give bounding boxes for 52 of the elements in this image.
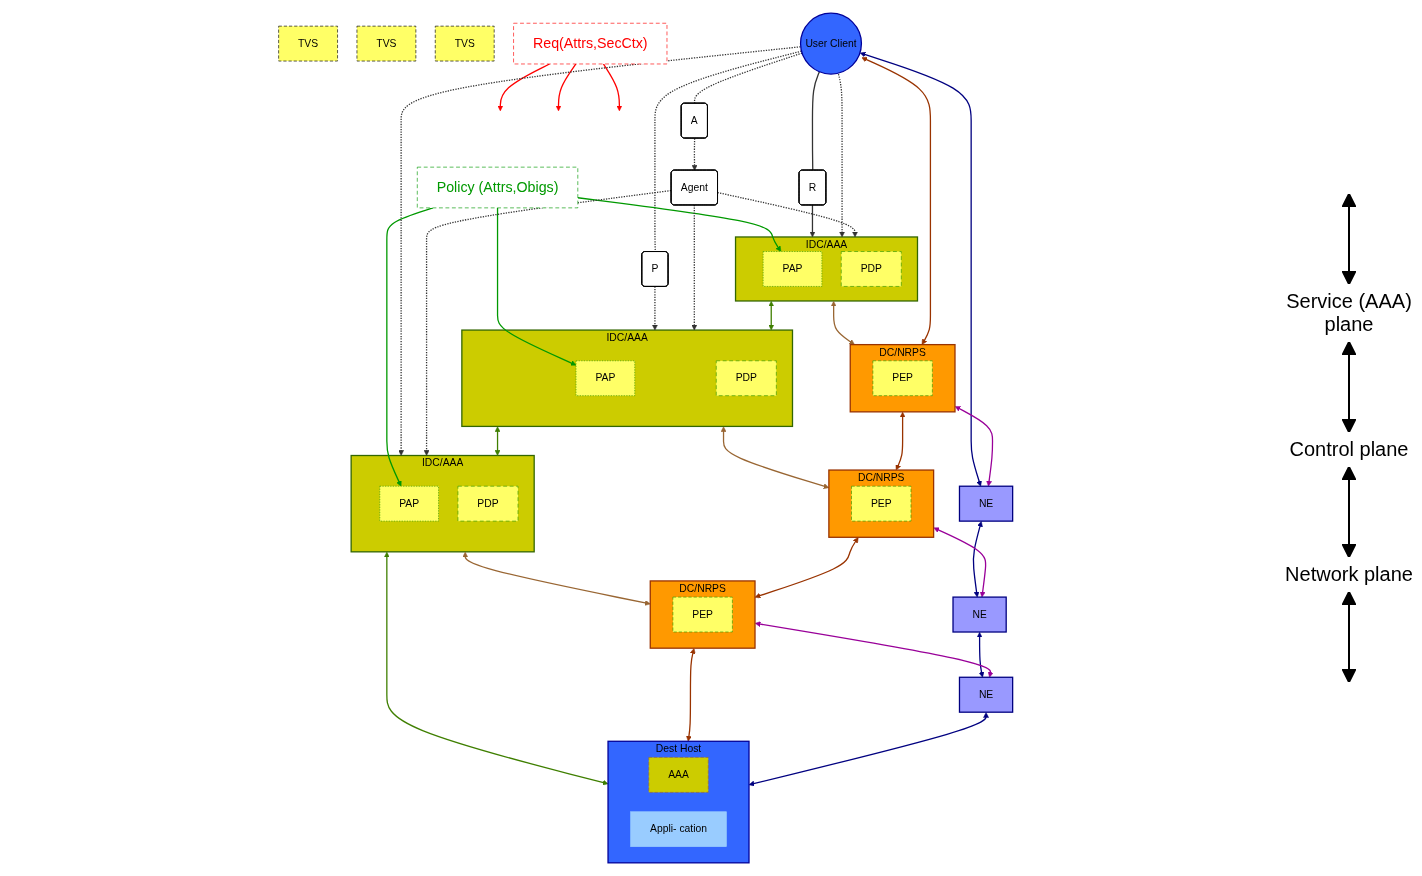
node-box: PEP	[672, 596, 734, 633]
node-box: PAP	[763, 251, 823, 287]
node-box: NE	[952, 596, 1008, 633]
arrow	[495, 426, 501, 456]
arrow	[462, 551, 651, 606]
arrow	[398, 46, 802, 456]
arrow	[973, 521, 984, 598]
plane-label: Network plane	[1285, 563, 1413, 586]
connector	[812, 71, 821, 171]
arrow	[860, 51, 983, 487]
node-box: TVS	[278, 25, 339, 62]
node-box: TVS	[357, 25, 417, 62]
arrow	[749, 712, 990, 787]
arrow	[497, 63, 551, 112]
arrow	[577, 197, 782, 252]
arrow	[686, 648, 696, 742]
plane-label: Service (AAA) plane	[1285, 290, 1413, 336]
node-box: PEP	[851, 485, 912, 522]
node-box: PEP	[872, 360, 934, 397]
connector	[654, 50, 803, 253]
node-box: Appli- cation	[630, 811, 728, 847]
arrow	[721, 426, 830, 489]
node-box: AAA	[648, 757, 709, 793]
arrow	[384, 551, 609, 786]
node-box: PAP	[379, 485, 440, 522]
node-box: PDP	[716, 360, 777, 397]
arrow	[831, 301, 856, 345]
arrow	[717, 191, 859, 238]
arrow	[755, 537, 859, 599]
arrow	[810, 204, 816, 238]
arrow	[497, 207, 577, 366]
node-box: NE	[959, 485, 1014, 522]
arrow	[896, 411, 906, 471]
plane-label: Control plane	[1289, 438, 1409, 461]
arrow	[556, 63, 577, 112]
arrow	[977, 632, 985, 678]
node-box: PDP	[458, 485, 519, 522]
node-box: PDP	[841, 251, 902, 287]
arrow	[603, 63, 623, 112]
arrow	[838, 73, 846, 238]
arrow	[955, 406, 994, 487]
node-box: TVS	[435, 25, 495, 62]
node-box: Req(Attrs,SecCtx)	[513, 22, 668, 65]
arrow	[768, 301, 775, 331]
arrow	[861, 57, 932, 345]
node-box: PAP	[576, 360, 636, 397]
node-circle: User Client	[800, 12, 863, 75]
arrow	[386, 207, 434, 487]
arrow	[755, 621, 994, 678]
node-box: Policy (Attrs,Obigs)	[417, 166, 579, 209]
arrow	[933, 527, 987, 598]
node-box: NE	[959, 676, 1014, 713]
